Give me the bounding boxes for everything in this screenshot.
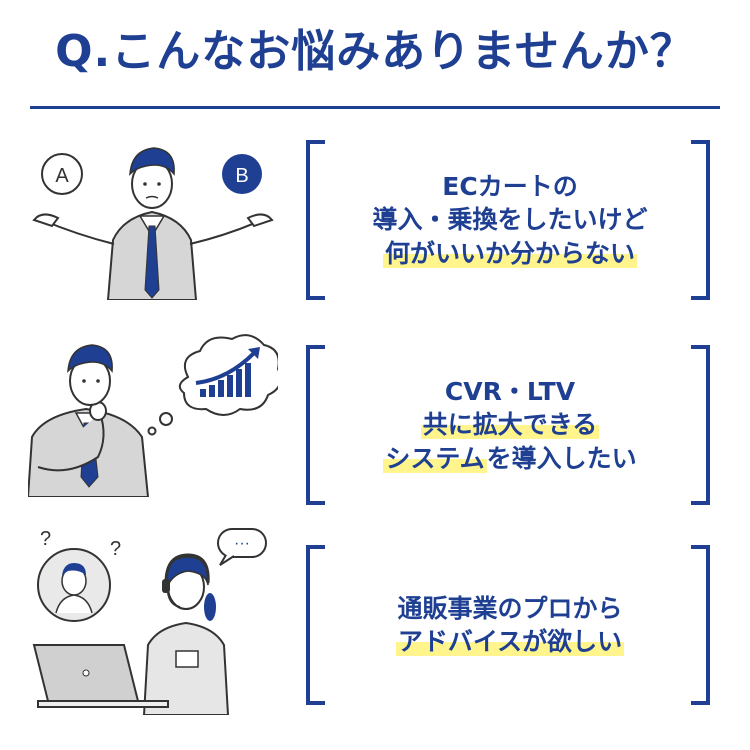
- page-title: Q.こんなお悩みありませんか？: [55, 26, 695, 77]
- concern-1-line-2: 導入・乗換をしたいけど: [372, 203, 647, 236]
- line-text: 通販事業のプロから: [397, 593, 623, 623]
- question-mark-icon: ?: [40, 528, 51, 550]
- bracket-right: [691, 140, 710, 300]
- concern-text-1: ECカートの 導入・乗換をしたいけど 何がいいか分からない: [332, 140, 688, 300]
- title-divider: [30, 106, 720, 109]
- bracket-right: [691, 545, 710, 705]
- growth-chart-icon: [195, 347, 260, 397]
- concern-text-3: 通販事業のプロから アドバイスが欲しい: [332, 545, 688, 705]
- choice-b-bubble: B: [222, 154, 262, 194]
- thinking-businessman-illustration: [28, 334, 278, 497]
- speech-bubble: ···: [217, 528, 267, 566]
- concern-2-line-3: システムを導入したい: [383, 442, 637, 475]
- support-operator-illustration: ? ? ···: [32, 528, 267, 715]
- concern-1-line-3: 何がいいか分からない: [382, 237, 637, 270]
- line-text: CVR・LTV: [444, 377, 576, 407]
- concern-2-line-1: CVR・LTV: [445, 375, 575, 408]
- highlighted-text: 何がいいか分からない: [382, 238, 637, 268]
- concern-3-line-1: 通販事業のプロから: [397, 592, 622, 625]
- highlighted-text: システム: [383, 443, 487, 473]
- concern-2-line-2: 共に拡大できる: [420, 408, 600, 441]
- line-text: ECカートの: [442, 172, 578, 202]
- highlighted-text: アドバイスが欲しい: [395, 627, 625, 656]
- concern-row-3: ? ? ··· 通販事業のプロから アドバイスが欲しい: [0, 528, 750, 715]
- line-text: 導入・乗換をしたいけど: [372, 205, 648, 235]
- concern-1-line-1: ECカートの: [442, 170, 577, 203]
- concern-row-1: A B ECカートの 導入・乗換をしたいけど 何がいいか分からない: [0, 140, 750, 300]
- choice-b-label: B: [235, 165, 248, 187]
- concern-3-line-2: アドバイスが欲しい: [395, 625, 625, 658]
- laptop-icon: [32, 644, 169, 708]
- typing-dots: ···: [234, 535, 250, 552]
- bracket-left: [306, 345, 325, 505]
- choice-a-bubble: A: [41, 153, 83, 195]
- bracket-right: [691, 345, 710, 505]
- customer-question-bubble: ? ?: [37, 528, 121, 622]
- bracket-left: [306, 140, 325, 300]
- bracket-left: [306, 545, 325, 705]
- question-mark-icon: ?: [110, 538, 121, 560]
- choice-a-label: A: [55, 165, 69, 187]
- confused-businessman-illustration: A B: [32, 147, 274, 300]
- highlighted-text: 共に拡大できる: [420, 410, 600, 440]
- concern-row-2: CVR・LTV 共に拡大できる システムを導入したい: [0, 334, 750, 505]
- line-text: を導入したい: [486, 443, 637, 473]
- concern-text-2: CVR・LTV 共に拡大できる システムを導入したい: [332, 345, 688, 505]
